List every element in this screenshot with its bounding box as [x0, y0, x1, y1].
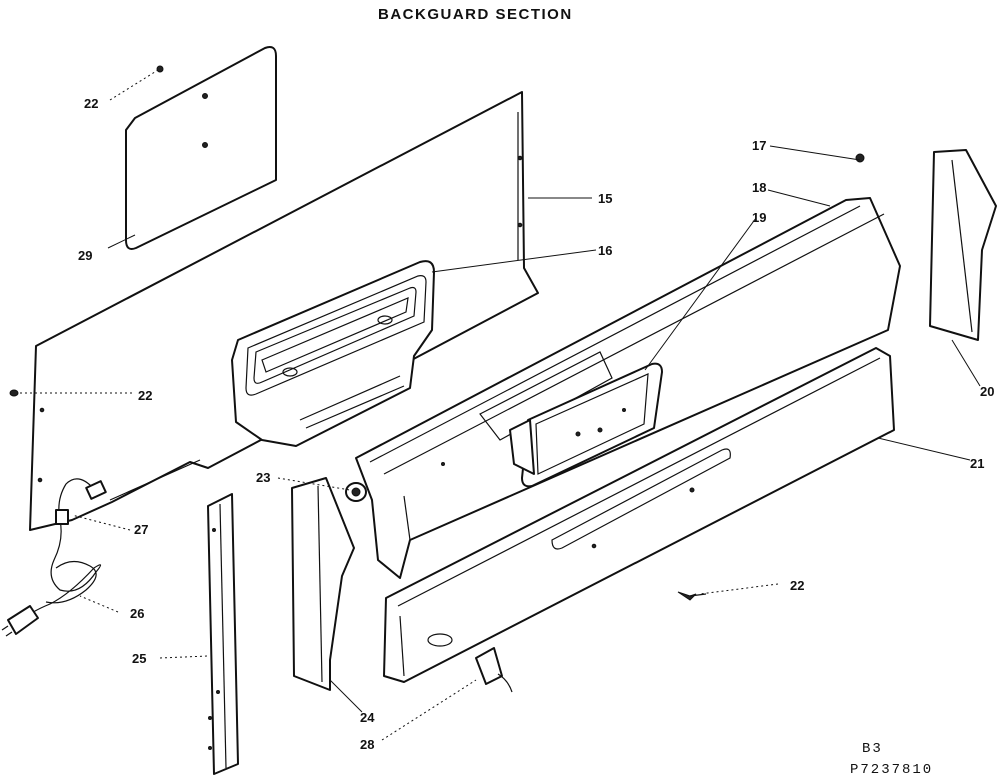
part-21-trim-panel	[383, 347, 895, 683]
page-code: B3	[862, 741, 883, 757]
callout-22-lower: 22	[790, 578, 804, 593]
part-23-knob	[345, 482, 367, 502]
callout-23: 23	[256, 470, 270, 485]
callout-21: 21	[970, 456, 984, 471]
part-20-right-end-cap	[929, 149, 997, 341]
callout-15: 15	[598, 191, 612, 206]
callout-26: 26	[130, 606, 144, 621]
callout-22-top: 22	[84, 96, 98, 111]
callout-16: 16	[598, 243, 612, 258]
part-16-timer-housing	[231, 260, 435, 447]
callout-29: 29	[78, 248, 92, 263]
part-24-left-end-cap	[291, 477, 355, 691]
callout-18: 18	[752, 180, 766, 195]
diagram-title: BACKGUARD SECTION	[378, 6, 573, 23]
leader-lines	[18, 69, 981, 741]
callout-19: 19	[752, 210, 766, 225]
part-29-cover-plate	[125, 46, 277, 250]
part-15-back-panel	[29, 91, 539, 531]
part-number: P7237810	[850, 762, 933, 778]
part-25-side-bracket	[207, 493, 239, 775]
part-19-display-frame	[509, 362, 663, 488]
screw-icon-left	[9, 389, 19, 397]
part-26-27-power-cord	[1, 478, 107, 637]
screw-icon	[677, 591, 707, 601]
callout-22-left: 22	[138, 388, 152, 403]
part-28-clip	[475, 647, 513, 693]
callout-17: 17	[752, 138, 766, 153]
callout-20: 20	[980, 384, 994, 399]
screw-icon-top	[156, 65, 164, 73]
callout-25: 25	[132, 651, 146, 666]
callout-28: 28	[360, 737, 374, 752]
callout-24: 24	[360, 710, 375, 725]
callout-27: 27	[134, 522, 148, 537]
